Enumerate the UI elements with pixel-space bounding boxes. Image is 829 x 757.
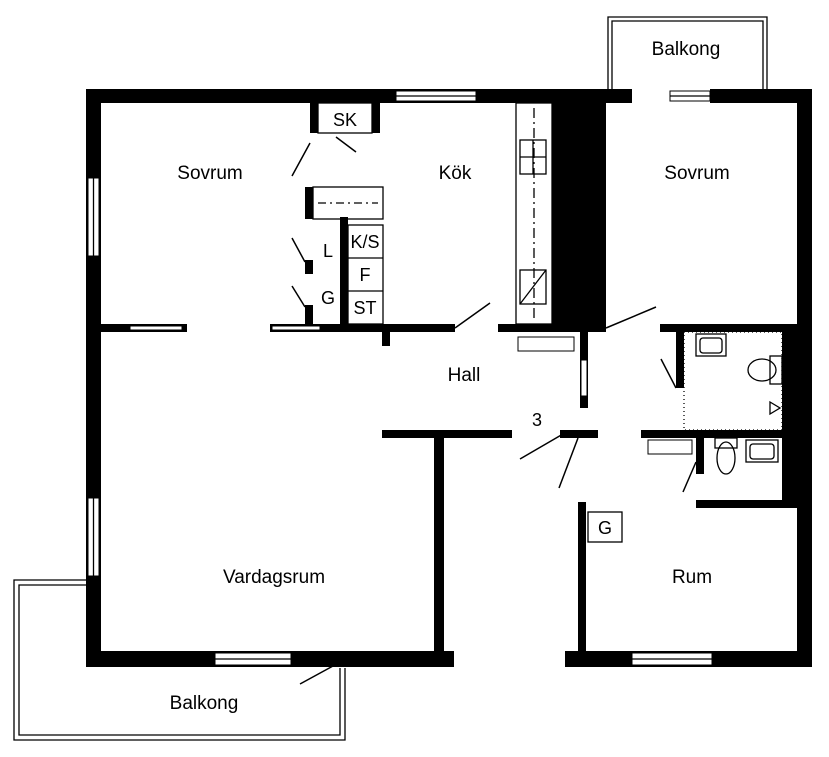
box-g-3-label: G — [574, 185, 588, 205]
box-g-rum-label: G — [598, 518, 612, 538]
closet-sk-label: SK — [333, 110, 357, 130]
closet-l-label: L — [323, 241, 333, 261]
box-g-1-label: G — [574, 115, 588, 135]
box-st-label: ST — [353, 298, 376, 318]
balcony-bottom-label: Balkong — [170, 693, 239, 714]
fixtures — [312, 102, 693, 543]
bedroom-right-label: Sovrum — [664, 163, 729, 184]
balcony-top — [607, 16, 768, 90]
box-g-2-label: G — [574, 150, 588, 170]
box-ks-label: K/S — [350, 232, 379, 252]
sliding-doors — [129, 325, 588, 397]
closet-g-label: G — [321, 288, 335, 308]
kitchen-label: Kök — [439, 163, 472, 184]
balcony-top-label: Balkong — [652, 39, 721, 60]
bathroom-fixtures — [683, 331, 783, 475]
bedroom-left-label: Sovrum — [177, 163, 242, 184]
windows — [87, 90, 713, 666]
number-label: 3 — [532, 410, 542, 430]
room-label: Rum — [672, 567, 712, 588]
hall-label: Hall — [448, 365, 481, 386]
balcony-bottom — [13, 579, 346, 741]
doors — [291, 136, 697, 685]
box-g-4-label: G — [574, 220, 588, 240]
living-room-label: Vardagsrum — [223, 567, 325, 588]
outer-walls — [86, 89, 812, 667]
box-f-label: F — [360, 265, 371, 285]
